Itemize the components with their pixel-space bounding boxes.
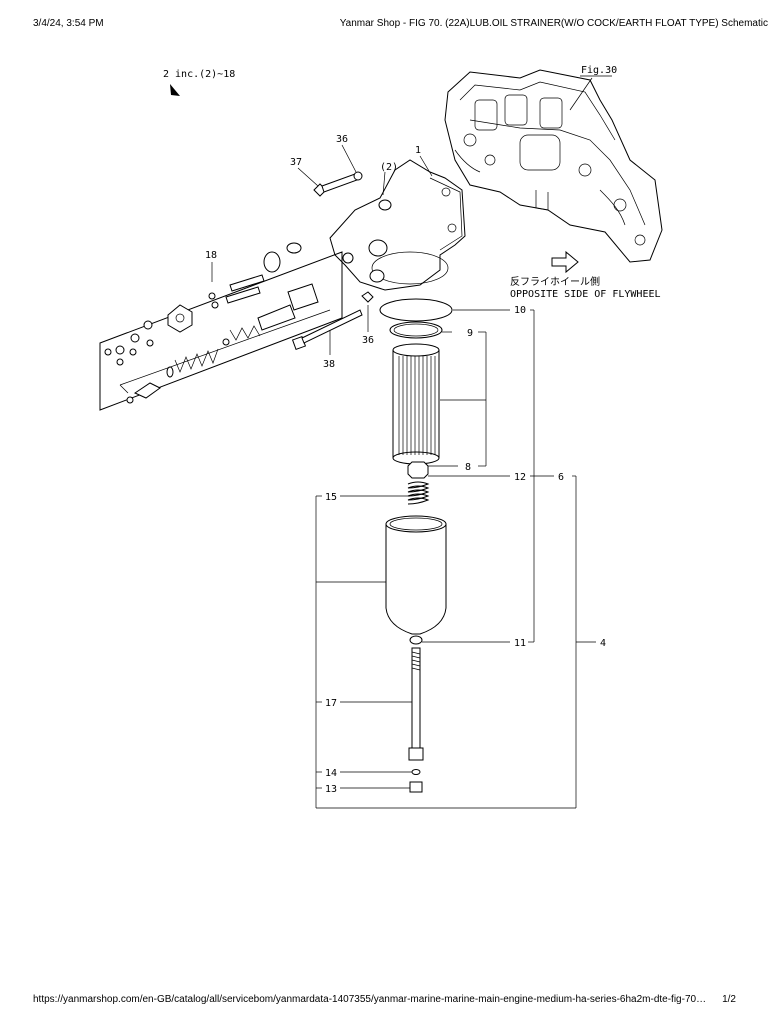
callout-36-upper: 36	[336, 134, 348, 145]
callout-9: 9	[467, 328, 473, 339]
strainer-case	[385, 515, 447, 645]
callout-18: 18	[205, 250, 217, 261]
direction-arrow	[170, 84, 180, 96]
callout-37: 37	[290, 157, 302, 168]
callout-2: (2)	[380, 162, 398, 173]
plug-13	[409, 781, 423, 793]
strainer-head-drawing	[329, 159, 466, 291]
engine-block-drawing	[444, 69, 663, 263]
callout-17: 17	[325, 698, 337, 709]
bolt-38	[291, 309, 363, 351]
callout-1: 1	[415, 145, 421, 156]
callout-15: 15	[325, 492, 337, 503]
callout-38: 38	[323, 359, 335, 370]
o-ring-9	[389, 321, 443, 339]
callout-13: 13	[325, 784, 337, 795]
japanese-note: 反フライホイール側	[510, 275, 600, 288]
washer-36-lower	[361, 291, 374, 303]
kit-18-outline	[99, 251, 343, 411]
callout-8: 8	[465, 462, 471, 473]
callout-11: 11	[514, 638, 526, 649]
spring-15	[407, 481, 430, 505]
nut-12	[407, 461, 429, 479]
page-number: 1/2	[722, 994, 736, 1005]
o-ring-10	[379, 298, 453, 322]
includes-note: 2 inc.(2)~18	[163, 69, 235, 80]
filter-element	[392, 343, 440, 465]
print-date-time: 3/4/24, 3:54 PM	[33, 18, 104, 29]
callout-14: 14	[325, 768, 337, 779]
center-bolt-17	[408, 647, 424, 761]
flywheel-arrow	[551, 250, 579, 274]
page-url[interactable]: https://yanmarshop.com/en-GB/catalog/all…	[33, 994, 707, 1005]
kit-18-parts	[104, 242, 331, 404]
bolt-37	[313, 173, 358, 197]
opposite-side-note: OPPOSITE SIDE OF FLYWHEEL	[510, 289, 661, 300]
washer-14	[411, 769, 421, 775]
fig-reference: Fig.30	[581, 65, 617, 76]
leader-lines	[211, 144, 596, 809]
callout-12: 12	[514, 472, 526, 483]
washer-36-upper	[353, 171, 363, 181]
callout-6: 6	[558, 472, 564, 483]
callout-36-lower: 36	[362, 335, 374, 346]
callout-4: 4	[600, 638, 606, 649]
callout-10: 10	[514, 305, 526, 316]
page-title: Yanmar Shop - FIG 70. (22A)LUB.OIL STRAI…	[339, 18, 768, 29]
